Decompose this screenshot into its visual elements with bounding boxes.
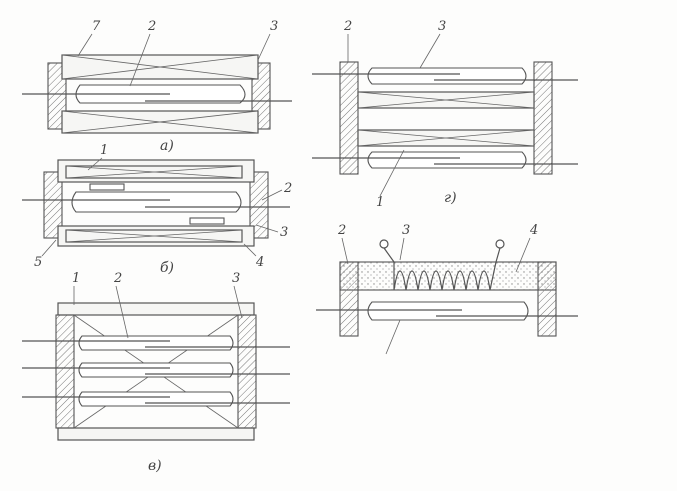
end-block-right-d (537, 261, 557, 337)
terminal-right-d (495, 239, 505, 249)
label-b-1: 1 (100, 143, 108, 158)
label-d-2: 2 (337, 223, 346, 238)
label-g-3: 3 (438, 19, 446, 34)
filled-core-d (339, 261, 557, 291)
label-b-5: 5 (34, 255, 42, 270)
subfigure-b: 1 2 3 4 5 б) (22, 143, 292, 276)
shield-top-v (57, 302, 255, 316)
label-g-2: 2 (343, 19, 352, 34)
label-b-4: 4 (255, 255, 264, 270)
subfigure-d: 2 3 4 (316, 223, 578, 355)
subfigure-v: 1 2 3 в) (22, 271, 290, 474)
caption-b: б) (160, 260, 174, 276)
end-block-left-v (55, 314, 75, 429)
glass-bulb-v3 (78, 391, 234, 407)
label-b-2: 2 (283, 181, 292, 196)
glass-bulb-g1 (367, 67, 527, 85)
label-v-1: 1 (72, 271, 80, 286)
label-g-1: 1 (376, 195, 384, 210)
caption-a: а) (160, 138, 174, 154)
label-d-3: 3 (402, 223, 410, 238)
end-block-right-g (533, 61, 553, 175)
end-block-left-d (339, 261, 359, 337)
label-v-3: 3 (232, 271, 240, 286)
glass-bulb-v2 (78, 362, 234, 378)
label-d-4: 4 (529, 223, 538, 238)
terminal-left-d (379, 239, 389, 249)
end-block-left-g (339, 61, 359, 175)
end-block-right-v (237, 314, 257, 429)
label-b-3: 3 (280, 225, 288, 240)
end-block-left-b (43, 171, 63, 239)
coil-winding-d (383, 247, 501, 291)
glass-bulb-b (71, 191, 242, 213)
label-a-2: 2 (147, 19, 156, 34)
glass-bulb-d (367, 301, 529, 321)
shield-bottom-v (57, 427, 255, 441)
end-block-right-b (249, 171, 269, 239)
label-v-2: 2 (113, 271, 122, 286)
label-a-7: 7 (92, 19, 101, 34)
caption-g: г) (444, 190, 457, 206)
caption-v: в) (148, 458, 162, 474)
label-a-3: 3 (270, 19, 278, 34)
glass-bulb-v1 (78, 335, 234, 351)
subfigure-a: 7 2 3 а) (22, 19, 292, 154)
subfigure-g: 2 3 1 г) (312, 19, 578, 210)
glass-bulb-g2 (367, 151, 527, 169)
